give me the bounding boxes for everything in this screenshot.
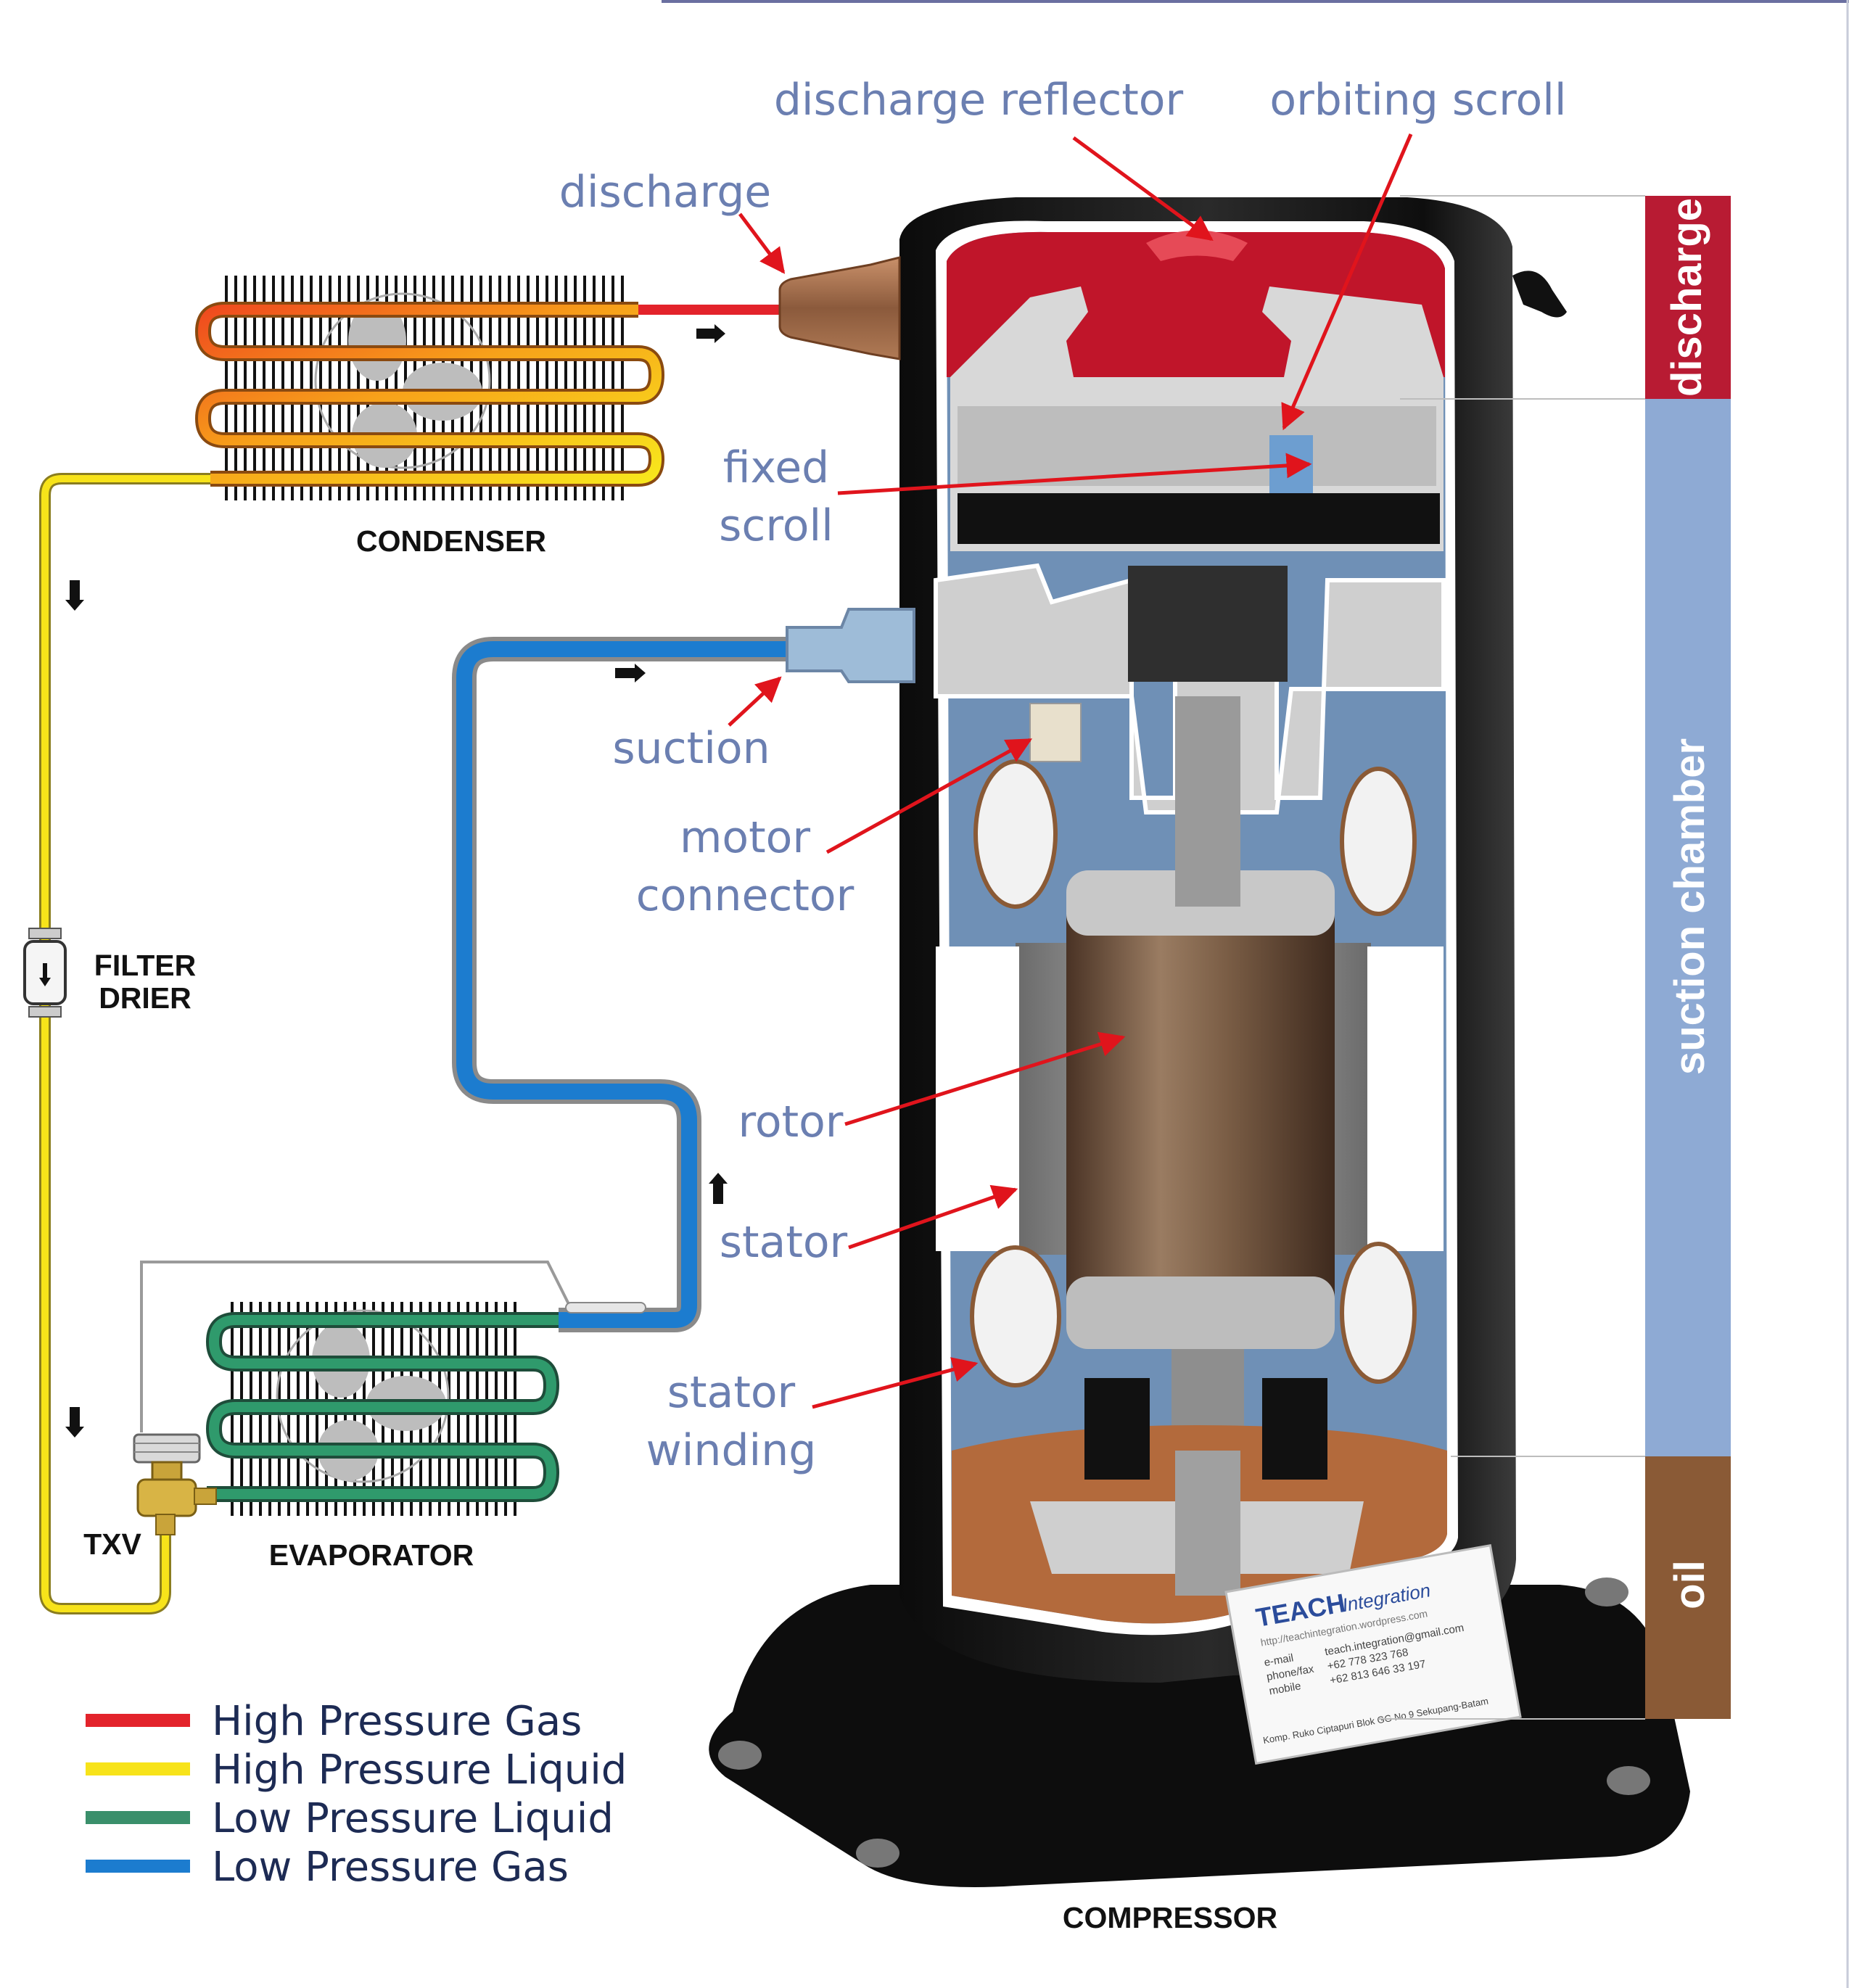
suction-fitting — [786, 608, 915, 683]
filter-drier-label-1: FILTER — [94, 949, 196, 982]
band-discharge — [1645, 196, 1731, 399]
sensing-bulb — [565, 1302, 646, 1313]
legend-label: Low Pressure Liquid — [212, 1795, 614, 1842]
filter-drier — [23, 928, 67, 1018]
callout-fixed-scroll-1: fixed — [723, 442, 829, 493]
callout-discharge: discharge — [559, 167, 771, 218]
band-discharge-label: discharge — [1663, 198, 1710, 397]
arrow-stator — [848, 1184, 1018, 1250]
callout-stator-winding-2: winding — [646, 1425, 817, 1476]
band-suction-chamber-label: suction chamber — [1666, 738, 1713, 1075]
callout-stator-winding-1: stator — [667, 1367, 796, 1418]
flow-arrow-suction-right — [615, 664, 646, 682]
callout-motor-connector-2: connector — [636, 870, 855, 921]
filter-arrow-icon — [39, 963, 51, 986]
txv-valve — [133, 1433, 217, 1535]
crankshaft — [1175, 696, 1240, 907]
evaporator-fan-icon — [276, 1309, 450, 1483]
callout-discharge-reflector: discharge reflector — [774, 75, 1184, 125]
callout-rotor: rotor — [738, 1097, 844, 1147]
sticker-email-label: e-mail — [1263, 1651, 1294, 1669]
evaporator — [205, 1302, 560, 1516]
arrow-fixed-scroll — [837, 453, 1312, 495]
band-oil — [1645, 1456, 1731, 1719]
arrow-orbiting-scroll — [1281, 133, 1413, 431]
arrow-suction — [728, 676, 782, 727]
callout-arrows — [728, 133, 1413, 1409]
arrow-stator-winding — [812, 1357, 979, 1409]
callout-suction: suction — [612, 723, 770, 774]
evaporator-label: EVAPORATOR — [269, 1538, 474, 1572]
filter-drier-label-2: DRIER — [99, 981, 192, 1015]
callout-fixed-scroll-2: scroll — [719, 500, 833, 551]
txv-label: TXV — [83, 1527, 141, 1561]
flow-arrow-suction-up — [709, 1173, 728, 1204]
compressor: TEACH Integration http://teachintegratio… — [709, 197, 1690, 1887]
condenser — [194, 276, 665, 500]
band-oil-label: oil — [1666, 1560, 1713, 1609]
stator-winding-top-right — [1340, 767, 1417, 916]
stator-winding-top-left — [973, 759, 1058, 909]
rotor-block — [1066, 885, 1335, 1349]
band-suction-chamber — [1645, 399, 1731, 1456]
arrow-motor-connector — [825, 738, 1033, 854]
compressor-label: COMPRESSOR — [1063, 1901, 1277, 1934]
condenser-fan-icon — [314, 292, 491, 469]
flow-arrow-liquid-down-1 — [65, 580, 84, 611]
arrow-rotor — [844, 1031, 1126, 1126]
manufacturer-sticker: TEACH Integration http://teachintegratio… — [1224, 1544, 1522, 1765]
callout-stator: stator — [720, 1217, 848, 1268]
legend-label: Low Pressure Gas — [212, 1844, 569, 1891]
stator-winding-bottom-left — [970, 1245, 1061, 1387]
arrow-discharge — [738, 213, 786, 274]
callout-orbiting-scroll: orbiting scroll — [1269, 75, 1566, 125]
condenser-label: CONDENSER — [356, 524, 546, 558]
legend-label: High Pressure Liquid — [212, 1746, 627, 1794]
callout-motor-connector-1: motor — [680, 812, 810, 863]
motor-connector-block — [1029, 703, 1082, 762]
flow-arrow-liquid-down-2 — [65, 1407, 84, 1438]
arrow-discharge-reflector — [1072, 136, 1214, 242]
txv-sensing-line — [140, 1261, 571, 1432]
flow-arrow-condenser — [696, 324, 725, 343]
stator-winding-bottom-right — [1340, 1242, 1417, 1384]
discharge-fitting — [778, 256, 901, 360]
legend-label: High Pressure Gas — [212, 1698, 582, 1745]
